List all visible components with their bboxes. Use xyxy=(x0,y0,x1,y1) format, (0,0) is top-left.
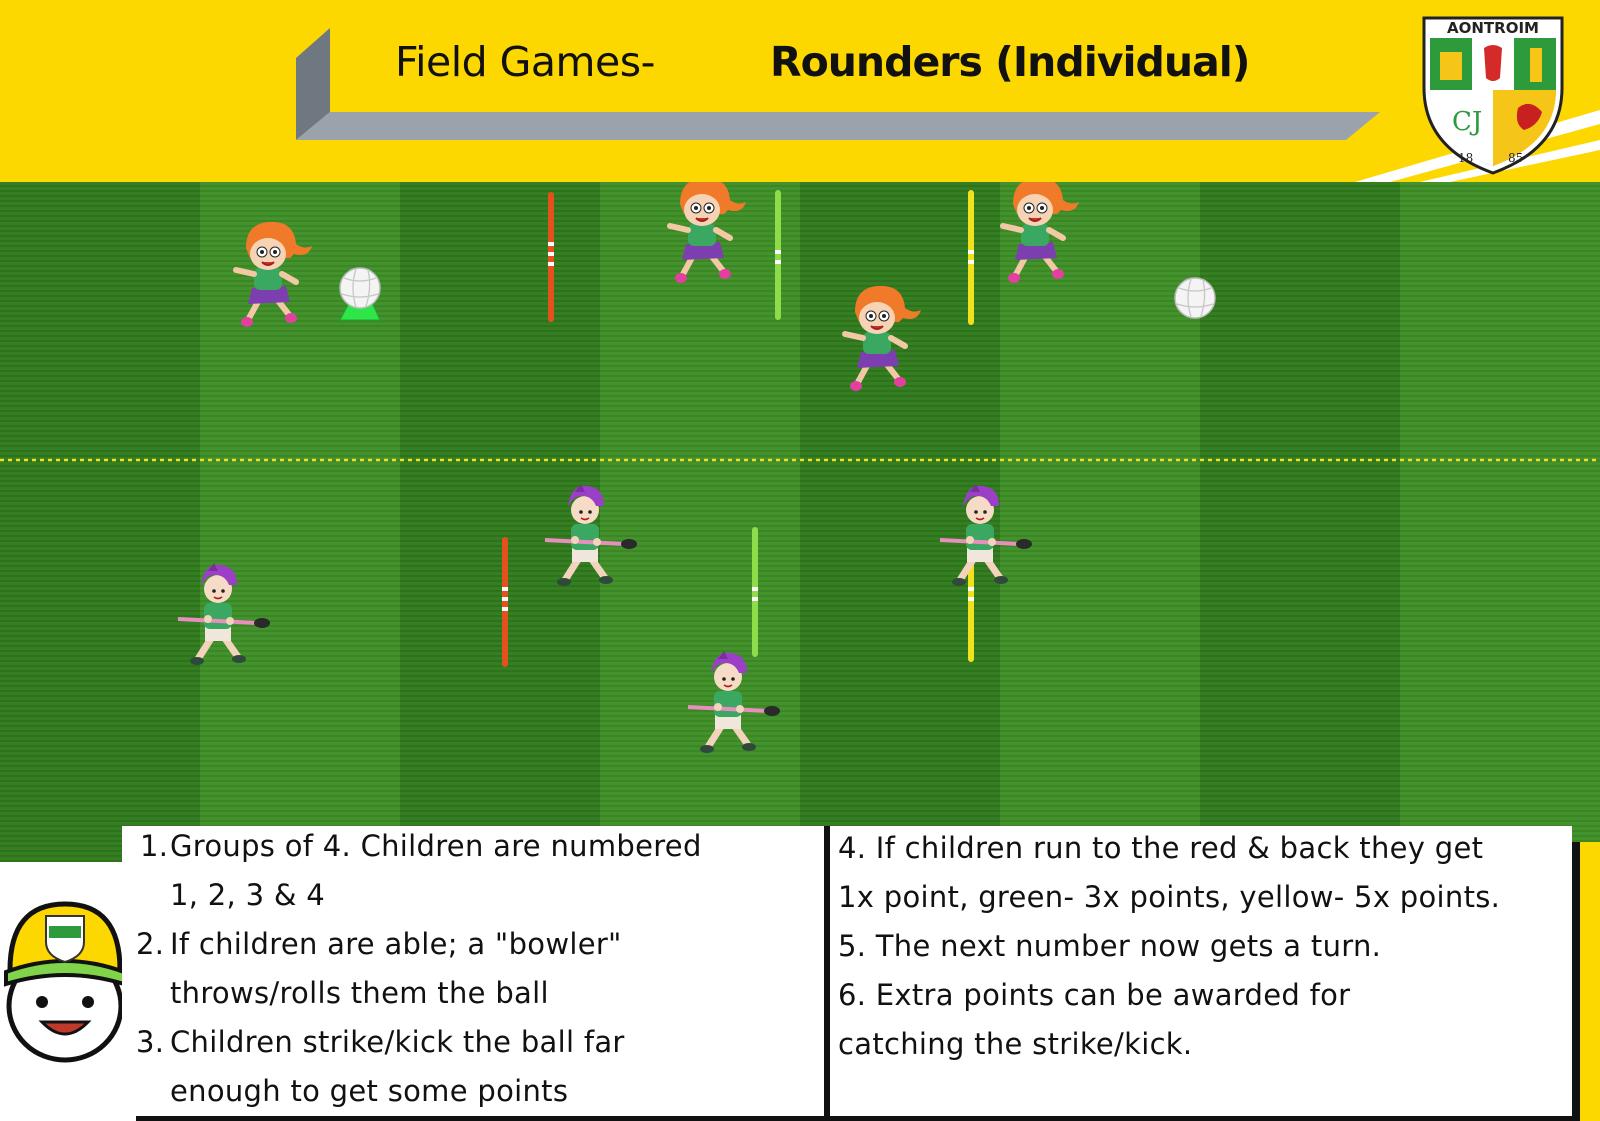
step-text: Children strike/kick the ball far enough… xyxy=(170,1018,770,1116)
rule-line: 5. The next number now gets a turn. xyxy=(838,929,1382,963)
instructions-left-panel: 1. Groups of 4. Children are numbered 1,… xyxy=(122,826,824,1121)
playing-field xyxy=(0,182,1600,862)
mascot-cap-icon xyxy=(3,901,126,1063)
step-line: 1, 2, 3 & 4 xyxy=(170,878,326,912)
football-icon xyxy=(339,267,381,309)
title-right: Rounders (Individual) xyxy=(770,38,1251,86)
step-number: 2. xyxy=(136,927,165,961)
rule-line: catching the strike/kick. xyxy=(838,1027,1193,1061)
step-number: 1. xyxy=(140,829,169,863)
fielder-girl-icon xyxy=(1003,182,1079,283)
rule-line: 6. Extra points can be awarded for xyxy=(838,978,1351,1012)
bottom-border xyxy=(136,1116,1576,1121)
step-line: Groups of 4. Children are numbered xyxy=(170,829,702,863)
marker-pole-icon xyxy=(548,192,554,322)
batter-boy-icon xyxy=(688,651,780,753)
step-line: enough to get some points xyxy=(170,1074,569,1108)
batter-boy-icon xyxy=(545,484,637,586)
rule-line: 1x point, green- 3x points, yellow- 5x p… xyxy=(838,880,1501,914)
step-line: If children are able; a "bowler" xyxy=(170,927,622,961)
svg-text:85: 85 xyxy=(1508,151,1523,165)
step-text: Groups of 4. Children are numbered 1, 2,… xyxy=(170,822,770,920)
batter-boy-icon xyxy=(940,484,1032,586)
marker-pole-icon xyxy=(968,190,974,325)
fielder-girl-icon xyxy=(236,222,312,327)
svg-text:18: 18 xyxy=(1458,151,1473,165)
rule-line: 4. If children run to the red & back the… xyxy=(838,831,1484,865)
step-line: throws/rolls them the ball xyxy=(170,976,549,1010)
fielder-girl-icon xyxy=(670,182,746,283)
title-left: Field Games- xyxy=(395,38,655,86)
header: Field Games- Rounders (Individual) CJ 18… xyxy=(0,0,1600,182)
step-text: If children are able; a "bowler" throws/… xyxy=(170,920,770,1018)
marker-pole-icon xyxy=(502,537,508,667)
step-number: 3. xyxy=(136,1025,165,1059)
step-line: Children strike/kick the ball far xyxy=(170,1025,625,1059)
batter-boy-icon xyxy=(178,563,270,665)
marker-pole-icon xyxy=(775,190,781,320)
county-crest-icon: CJ 18 85 AONTROIM xyxy=(1422,16,1564,175)
panel-border xyxy=(1572,842,1580,1121)
marker-pole-icon xyxy=(752,527,758,657)
svg-text:CJ: CJ xyxy=(1452,107,1482,137)
fielder-girl-icon xyxy=(845,286,921,391)
svg-text:AONTROIM: AONTROIM xyxy=(1447,19,1539,37)
panel-divider xyxy=(824,826,830,1121)
instructions-right-panel: 4. If children run to the red & back the… xyxy=(830,826,1572,1121)
yellow-edge xyxy=(1580,842,1600,1121)
football-icon xyxy=(1174,277,1216,319)
title-banner xyxy=(296,28,1600,182)
